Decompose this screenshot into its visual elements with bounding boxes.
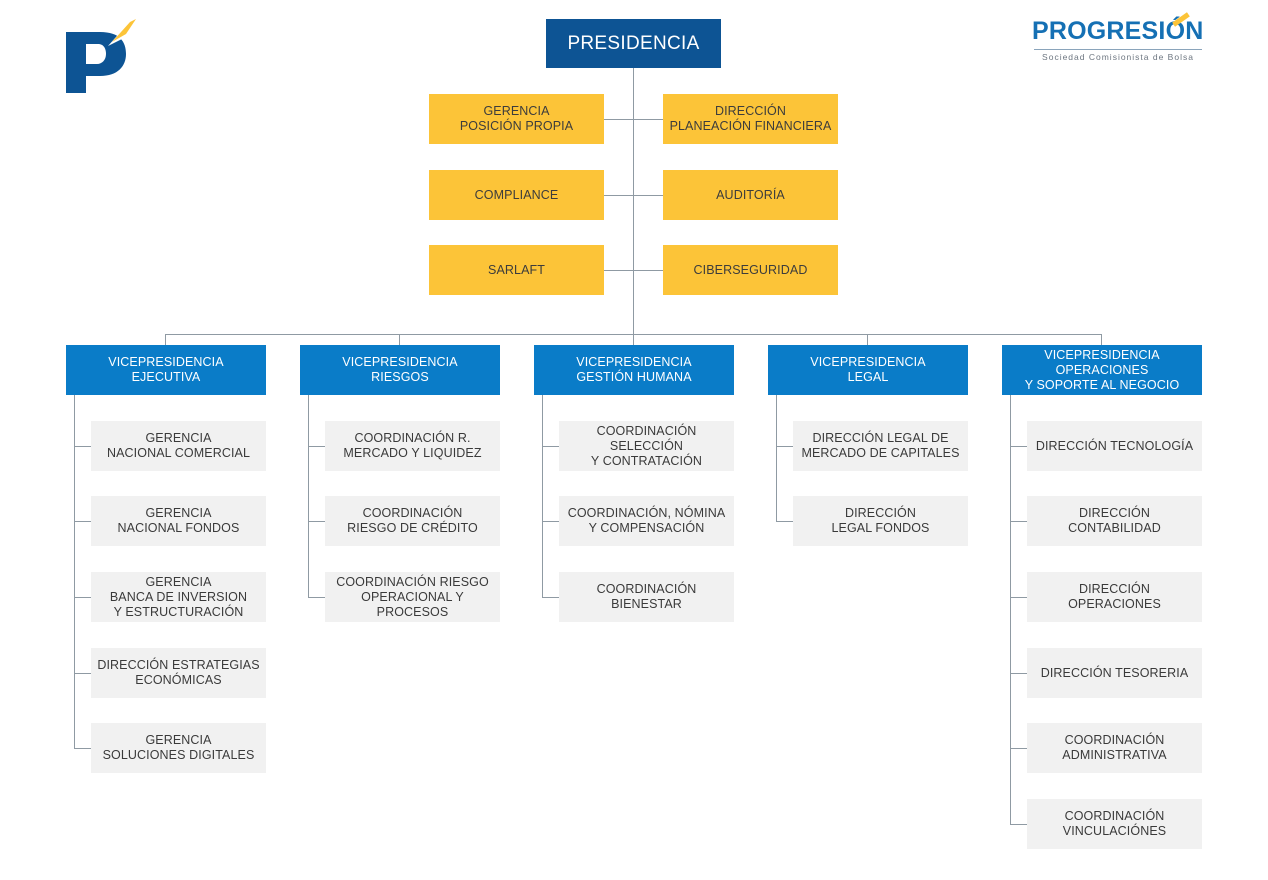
unit-branch-line xyxy=(1010,673,1027,674)
unit-branch-line xyxy=(1010,748,1027,749)
unit-coordinacion-riesgo-operacional: COORDINACIÓN RIESGO OPERACIONAL Y PROCES… xyxy=(325,572,500,622)
unit-spine-line xyxy=(308,395,309,598)
brand-tagline: Sociedad Comisionista de Bolsa xyxy=(1042,52,1194,62)
staff-connector-line xyxy=(604,270,663,271)
vp-legal: VICEPRESIDENCIA LEGAL xyxy=(768,345,968,395)
unit-direccion-tesoreria: DIRECCIÓN TESORERIA xyxy=(1027,648,1202,698)
staff-unit-compliance: COMPLIANCE xyxy=(429,170,604,220)
unit-coordinacion-riesgo-credito: COORDINACIÓN RIESGO DE CRÉDITO xyxy=(325,496,500,546)
vp-drop-line xyxy=(867,334,868,345)
vp-drop-line xyxy=(1101,334,1102,345)
vp-ejecutiva: VICEPRESIDENCIA EJECUTIVA xyxy=(66,345,266,395)
unit-spine-line xyxy=(542,395,543,598)
unit-coordinacion-nomina-compensacion: COORDINACIÓN, NÓMINA Y COMPENSACIÓN xyxy=(559,496,734,546)
unit-coordinacion-riesgo-mercado-liquidez: COORDINACIÓN R. MERCADO Y LIQUIDEZ xyxy=(325,421,500,471)
unit-direccion-legal-mercado-capitales: DIRECCIÓN LEGAL DE MERCADO DE CAPITALES xyxy=(793,421,968,471)
staff-unit-gerencia-posicion-propia: GERENCIA POSICIÓN PROPIA xyxy=(429,94,604,144)
unit-gerencia-nacional-fondos: GERENCIA NACIONAL FONDOS xyxy=(91,496,266,546)
unit-gerencia-soluciones-digitales: GERENCIA SOLUCIONES DIGITALES xyxy=(91,723,266,773)
unit-branch-line xyxy=(542,446,559,447)
unit-spine-line xyxy=(776,395,777,522)
vp-riesgos: VICEPRESIDENCIA RIESGOS xyxy=(300,345,500,395)
staff-unit-ciberseguridad: CIBERSEGURIDAD xyxy=(663,245,838,295)
presidencia-box: PRESIDENCIA xyxy=(546,19,721,68)
brand-divider xyxy=(1034,49,1202,50)
unit-branch-line xyxy=(776,521,793,522)
unit-branch-line xyxy=(1010,824,1027,825)
staff-connector-line xyxy=(604,119,663,120)
unit-coordinacion-vinculaciones: COORDINACIÓN VINCULACIÓNES xyxy=(1027,799,1202,849)
unit-branch-line xyxy=(74,521,91,522)
unit-spine-line xyxy=(74,395,75,749)
unit-spine-line xyxy=(1010,395,1011,825)
unit-direccion-operaciones: DIRECCIÓN OPERACIONES xyxy=(1027,572,1202,622)
unit-branch-line xyxy=(1010,446,1027,447)
unit-direccion-legal-fondos: DIRECCIÓN LEGAL FONDOS xyxy=(793,496,968,546)
unit-branch-line xyxy=(308,597,325,598)
unit-branch-line xyxy=(542,521,559,522)
vp-operaciones: VICEPRESIDENCIA OPERACIONES Y SOPORTE AL… xyxy=(1002,345,1202,395)
staff-unit-auditoria: AUDITORÍA xyxy=(663,170,838,220)
vp-drop-line xyxy=(633,334,634,345)
brand-logo: PROGRESIÓN Sociedad Comisionista de Bols… xyxy=(1032,12,1204,64)
unit-gerencia-nacional-comercial: GERENCIA NACIONAL COMERCIAL xyxy=(91,421,266,471)
trunk-line xyxy=(633,68,634,335)
vp-drop-line xyxy=(165,334,166,345)
vp-gestion-humana: VICEPRESIDENCIA GESTIÓN HUMANA xyxy=(534,345,734,395)
unit-branch-line xyxy=(1010,521,1027,522)
unit-direccion-tecnologia: DIRECCIÓN TECNOLOGÍA xyxy=(1027,421,1202,471)
unit-direccion-contabilidad: DIRECCIÓN CONTABILIDAD xyxy=(1027,496,1202,546)
unit-branch-line xyxy=(308,521,325,522)
unit-branch-line xyxy=(74,673,91,674)
unit-branch-line xyxy=(542,597,559,598)
unit-branch-line xyxy=(308,446,325,447)
unit-gerencia-banca-de-inversion: GERENCIA BANCA DE INVERSION Y ESTRUCTURA… xyxy=(91,572,266,622)
progresion-p-logo-icon xyxy=(64,16,139,96)
staff-unit-direccion-planeacion-financiera: DIRECCIÓN PLANEACIÓN FINANCIERA xyxy=(663,94,838,144)
unit-coordinacion-administrativa: COORDINACIÓN ADMINISTRATIVA xyxy=(1027,723,1202,773)
unit-direccion-estrategias-economicas: DIRECCIÓN ESTRATEGIAS ECONÓMICAS xyxy=(91,648,266,698)
unit-branch-line xyxy=(74,748,91,749)
unit-coordinacion-seleccion-contratacion: COORDINACIÓN SELECCIÓN Y CONTRATACIÓN xyxy=(559,421,734,471)
unit-branch-line xyxy=(74,446,91,447)
staff-connector-line xyxy=(604,195,663,196)
staff-unit-sarlaft: SARLAFT xyxy=(429,245,604,295)
unit-coordinacion-bienestar: COORDINACIÓN BIENESTAR xyxy=(559,572,734,622)
unit-branch-line xyxy=(74,597,91,598)
vp-drop-line xyxy=(399,334,400,345)
unit-branch-line xyxy=(776,446,793,447)
unit-branch-line xyxy=(1010,597,1027,598)
